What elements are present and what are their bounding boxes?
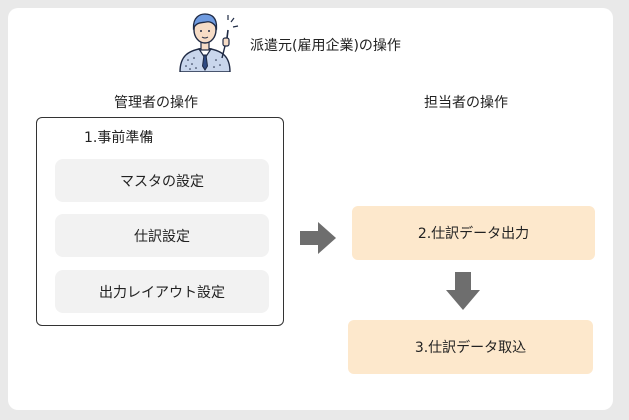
admin-box-title: 1.事前準備 <box>84 130 154 146</box>
journal-settings-item: 仕訳設定 <box>55 214 269 257</box>
step-journal-output: 2.仕訳データ出力 <box>352 206 595 260</box>
step-journal-import: 3.仕訳データ取込 <box>348 320 593 374</box>
admin-preparation-box <box>36 117 284 326</box>
admin-heading: 管理者の操作 <box>114 95 198 111</box>
businessman-pointing-icon <box>179 13 239 72</box>
arrow-down-icon <box>446 272 480 310</box>
staff-heading: 担当者の操作 <box>424 95 508 111</box>
header-title: 派遣元(雇用企業)の操作 <box>250 38 401 54</box>
output-layout-settings-item: 出力レイアウト設定 <box>55 270 269 313</box>
master-settings-item: マスタの設定 <box>55 159 269 202</box>
arrow-right-icon <box>300 222 336 254</box>
